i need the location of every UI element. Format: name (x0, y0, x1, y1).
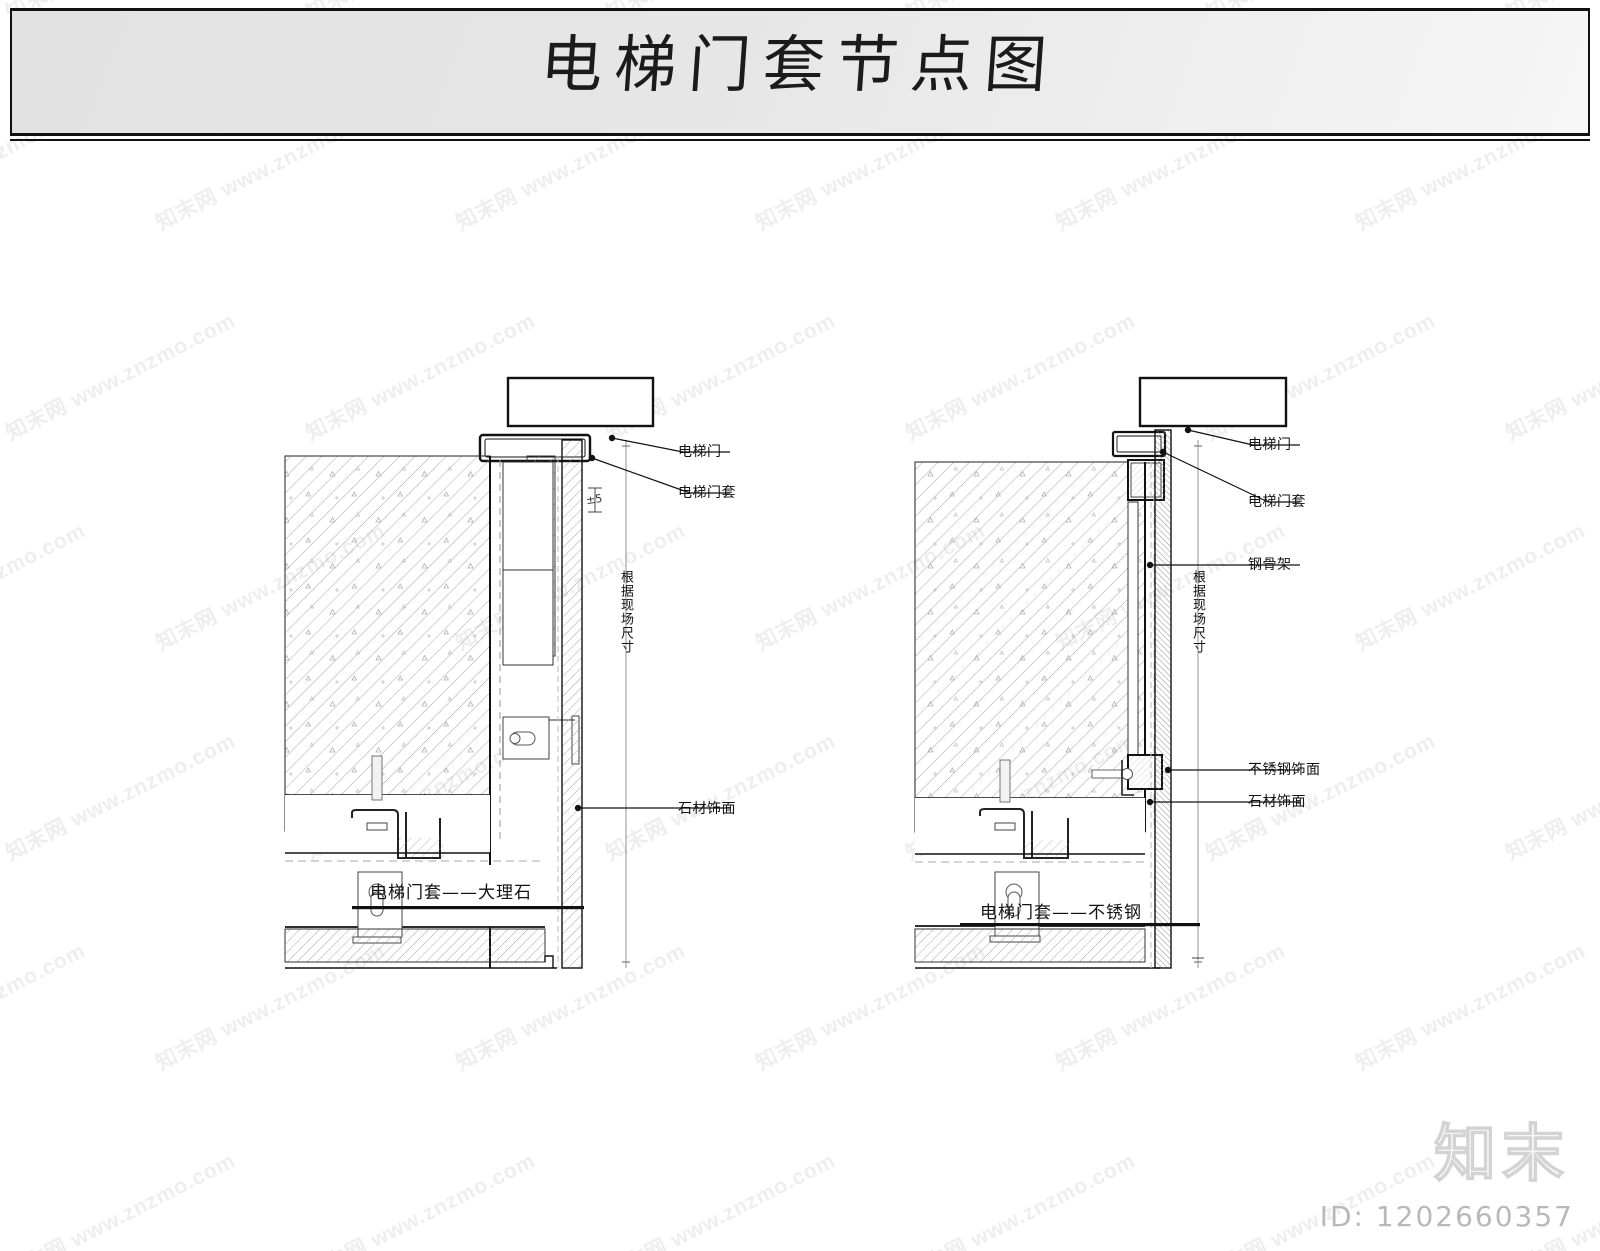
floor-slab-outline (914, 928, 1146, 963)
callout-steel-frame-label-right: 钢骨架 (1248, 557, 1292, 573)
leader-dot-casing (1159, 448, 1167, 456)
elevator-door-panel (1138, 376, 1288, 428)
leader-elevator-door (1187, 429, 1254, 446)
leader-dot-casing (588, 454, 596, 462)
brand-id-label: ID: 1202660357 (1319, 1200, 1574, 1233)
title-bar (10, 8, 1590, 136)
wall-anchor-bracket (1121, 760, 1134, 796)
embedded-bolt-shank (1007, 891, 1021, 917)
leader-dot-elevator-door (608, 434, 616, 442)
callout-door-casing-label-left: 电梯门套 (678, 485, 736, 501)
floor-step (544, 955, 554, 968)
elevator-door-panel (506, 376, 655, 428)
leader-dot-steel-frame (1146, 561, 1154, 569)
channel-hatch (1024, 840, 1070, 858)
ceiling-bracket-angle (979, 808, 1033, 859)
leader-dot-stone-finish (574, 804, 582, 812)
channel-hatch (398, 838, 444, 858)
floor-slab-outline (284, 928, 546, 963)
callout-stainless-finish-label-right: 不锈钢饰面 (1248, 762, 1321, 778)
hanger-nut (366, 822, 388, 831)
stainless-facing-hatch (1155, 430, 1171, 968)
floor-slab-hatch (915, 929, 1145, 962)
leader-casing (1162, 451, 1269, 503)
callout-door-casing-label-right: 电梯门套 (1248, 494, 1306, 510)
steel-frame-vertical-inner (1127, 501, 1139, 773)
detail-stainless (914, 376, 1300, 969)
page-title: 电梯门套节点图 (538, 28, 1062, 101)
vertical-dimension-label-left: 根据现场尺寸 (618, 570, 633, 654)
leader-casing (591, 457, 691, 494)
embedded-bolt-shank (370, 891, 384, 917)
callout-stone-finish-label-left: 石材饰面 (678, 801, 736, 817)
leader-dot-elevator-door (1184, 426, 1192, 434)
leader-dot-stone-finish (1146, 798, 1154, 806)
title-bar-underline (10, 139, 1590, 141)
hanger-rod (999, 759, 1011, 803)
detail-marble (284, 376, 730, 969)
leader-dot-stainless-finish (1164, 766, 1172, 774)
drawing-canvas (0, 140, 1600, 1251)
caption-rule-left (352, 906, 584, 910)
floor-slab-hatch (285, 929, 545, 962)
detail-caption-left: 电梯门套——大理石 (370, 883, 532, 903)
small-dimension-label-left: ±5 (585, 491, 604, 508)
casing-cavity-lower (502, 569, 554, 666)
wall-concrete-speckle (285, 456, 490, 831)
stainless-facing-outline (1154, 429, 1172, 969)
anchor-nut-mid (509, 733, 521, 744)
callout-stone-finish-label-right: 石材饰面 (1248, 794, 1306, 810)
ceiling-bracket-angle (351, 809, 407, 859)
cad-drawing-svg (284, 376, 1300, 969)
lower-band (285, 865, 545, 927)
caption-rule-right (960, 923, 1200, 927)
hanger-rod (371, 755, 383, 801)
detail-caption-right: 电梯门套——不锈钢 (980, 903, 1142, 923)
stone-facing-hatch (562, 440, 582, 968)
brand-logo: 知末 (1433, 1116, 1570, 1191)
vertical-dimension-label-right: 根据现场尺寸 (1190, 570, 1205, 654)
hanger-nut (994, 822, 1016, 831)
casing-cavity-upper (502, 461, 554, 573)
wall-anchor-nut (1121, 768, 1133, 780)
stone-facing-outline (561, 439, 583, 969)
leader-elevator-door (611, 437, 684, 453)
callout-elevator-door-label-left: 电梯门 (678, 444, 722, 460)
callout-elevator-door-label-right: 电梯门 (1248, 437, 1292, 453)
